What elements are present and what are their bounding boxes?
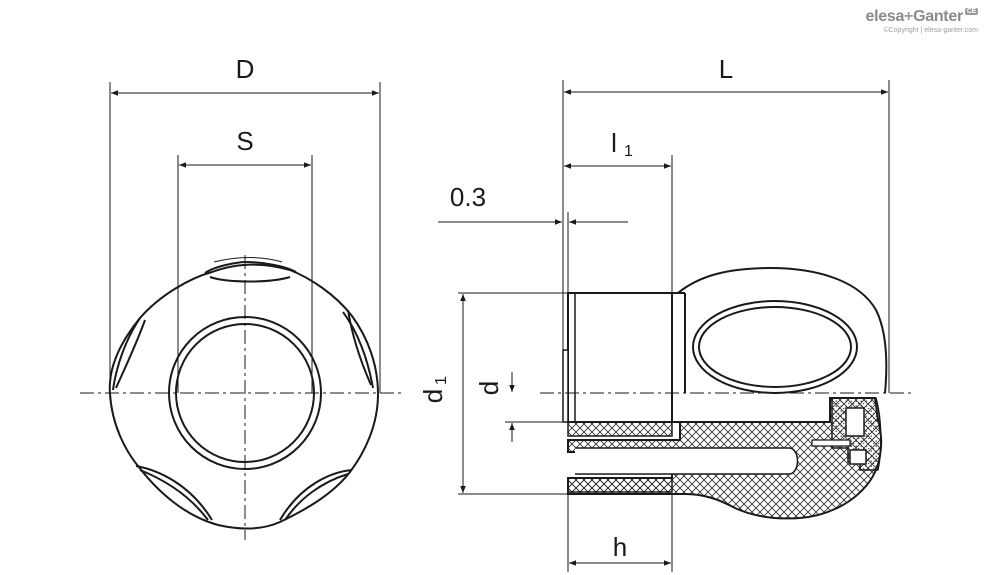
insert-strip-bottom xyxy=(567,477,673,493)
oval-window-inner xyxy=(698,306,852,388)
scallop-left xyxy=(112,317,141,391)
label-L: L xyxy=(719,54,733,84)
label-d: d xyxy=(474,381,504,395)
side-view xyxy=(562,266,888,520)
scallop-bottom-left xyxy=(135,465,213,521)
logo-copyright: ©Copyright | elesa-ganter.com xyxy=(883,27,978,34)
front-centerlines xyxy=(80,255,405,540)
label-h: h xyxy=(613,532,627,562)
label-S: S xyxy=(236,126,253,156)
logo-plus: + xyxy=(904,8,914,25)
knob-outline xyxy=(108,263,380,530)
insert-strip-top xyxy=(567,421,673,437)
scallop-top xyxy=(204,260,297,274)
svg-text:1: 1 xyxy=(624,143,633,160)
svg-text:d: d xyxy=(474,381,504,395)
oval-window-outer xyxy=(692,300,858,394)
label-offset: 0.3 xyxy=(450,182,486,212)
side-dimensions xyxy=(438,80,890,572)
scallop-bottom-right xyxy=(279,469,353,521)
svg-text:l: l xyxy=(611,128,617,158)
svg-text:d: d xyxy=(418,389,448,403)
ce-badge: CE xyxy=(964,8,978,15)
label-D: D xyxy=(236,54,255,84)
logo-brand-a: elesa xyxy=(865,8,905,25)
front-dimensions xyxy=(109,82,381,393)
side-outline-top xyxy=(677,266,888,394)
svg-text:1: 1 xyxy=(433,376,450,385)
scallop-right xyxy=(342,311,374,389)
label-l1: l 1 xyxy=(611,128,633,160)
logo-brand-b: Ganter xyxy=(913,8,963,25)
bushing xyxy=(567,292,673,423)
label-d1: d 1 xyxy=(418,376,450,403)
